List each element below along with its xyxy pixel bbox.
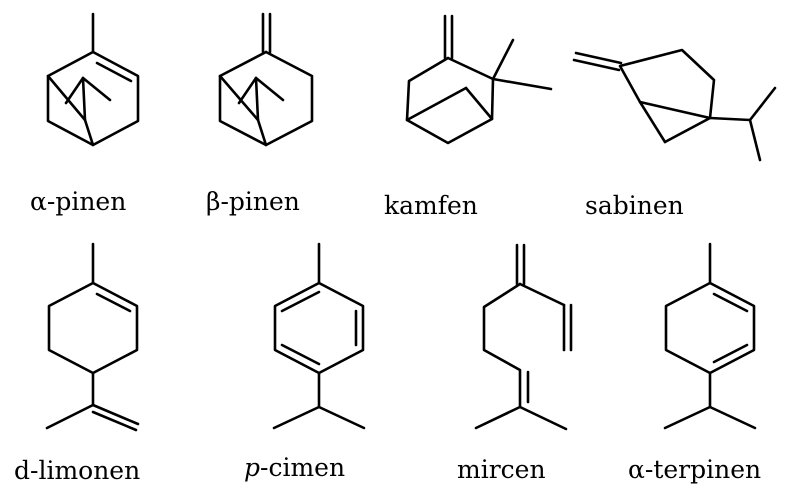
label-myrcene: mircen bbox=[457, 455, 546, 484]
structure-myrcene bbox=[474, 243, 573, 431]
label-alpha-terpinene: α-terpinen bbox=[628, 455, 762, 484]
structure-alpha-terpinene bbox=[663, 242, 757, 430]
label-p-cymene-suffix: -cimen bbox=[260, 453, 346, 482]
label-beta-pinene: β-pinen bbox=[206, 187, 300, 216]
structure-camphene bbox=[405, 14, 553, 145]
structure-d-limonene bbox=[45, 242, 140, 432]
structure-alpha-pinene bbox=[46, 12, 140, 147]
structure-sabinene bbox=[572, 48, 777, 162]
structure-p-cymene bbox=[272, 242, 366, 430]
label-d-limonene: d-limonen bbox=[14, 456, 141, 485]
label-p-cymene-prefix: p bbox=[244, 453, 261, 482]
label-sabinene: sabinen bbox=[585, 191, 684, 220]
label-p-cymene: p-cimen bbox=[244, 455, 345, 480]
structure-beta-pinene bbox=[218, 12, 314, 147]
label-alpha-pinene: α-pinen bbox=[30, 187, 127, 216]
label-camphene: kamfen bbox=[384, 191, 478, 220]
